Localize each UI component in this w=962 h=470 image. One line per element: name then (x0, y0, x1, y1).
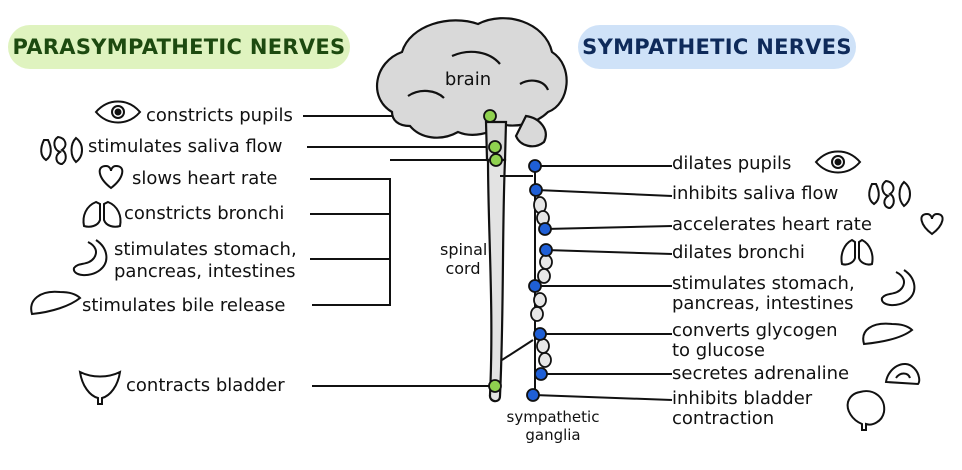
salivary-gland-icon (40, 135, 83, 166)
para-label-stomach-1: stimulates stomach, (114, 239, 297, 260)
sym-label-glycogen-2: to glucose (672, 340, 765, 361)
parasympathetic-header: PARASYMPATHETIC NERVES (8, 25, 350, 69)
sym-label-pupils: dilates pupils (672, 153, 792, 174)
bladder-icon (78, 370, 122, 405)
para-label-pupils: constricts pupils (146, 105, 293, 126)
heart-icon (920, 212, 944, 236)
brain-outline (375, 17, 568, 139)
sym-node (526, 388, 540, 402)
sym-label-stomach-1: stimulates stomach, (672, 273, 855, 294)
para-node (483, 109, 497, 123)
sym-label-stomach-2: pancreas, intestines (672, 293, 854, 314)
sym-node (528, 159, 542, 173)
connector-cord-to-chain (501, 339, 534, 361)
sym-node (539, 243, 553, 257)
cerebellum (514, 114, 547, 148)
sym-label-bladder-1: inhibits bladder (672, 388, 813, 409)
eye-icon (94, 100, 142, 124)
lungs-icon (82, 200, 122, 228)
para-node (489, 153, 503, 167)
adrenal-gland-icon (884, 363, 921, 386)
sym-node (533, 327, 547, 341)
ganglia-label-2: ganglia (525, 426, 581, 444)
para-label-bile: stimulates bile release (82, 295, 286, 316)
sympathetic-nodes (526, 159, 553, 402)
sym-node (529, 183, 543, 197)
sym-node (534, 367, 548, 381)
brain-fold (451, 50, 501, 65)
eye-icon (814, 150, 862, 174)
brain (375, 17, 568, 162)
brain-label: brain (444, 69, 492, 90)
sym-label-bladder-2: contraction (672, 408, 775, 429)
para-label-bladder: contracts bladder (126, 375, 285, 396)
brain-fold (519, 79, 550, 91)
brain-fold (407, 89, 445, 99)
sym-label-bronchi: dilates bronchi (672, 242, 805, 263)
stomach-icon (880, 269, 916, 306)
para-label-heart: slows heart rate (132, 168, 278, 189)
parasympathetic-nodes (483, 109, 503, 393)
para-node (488, 379, 502, 393)
spinal-cord-label-1: spinal (440, 240, 488, 259)
heart-icon (98, 164, 124, 190)
sym-label-saliva: inhibits saliva flow (672, 183, 839, 204)
sym-label-glycogen-1: converts glycogen (672, 320, 838, 341)
connector-inhibits-saliva (536, 189, 673, 197)
para-label-stomach-2: pancreas, intestines (114, 261, 296, 282)
sym-node (538, 222, 552, 236)
lungs-icon (840, 238, 874, 266)
spinal-cord (486, 158, 507, 403)
para-node (488, 140, 502, 154)
connector-vagus-bundle (310, 178, 391, 306)
connector-bronchi (545, 249, 673, 255)
liver-icon (862, 322, 914, 346)
sympathetic-connectors (500, 165, 673, 401)
para-label-saliva: stimulates saliva flow (88, 136, 283, 157)
ganglia-label-1: sympathetic (506, 408, 600, 426)
sympathetic-header: SYMPATHETIC NERVES (578, 25, 856, 69)
liver-icon (30, 290, 82, 316)
para-label-bronchi: constricts bronchi (124, 203, 285, 224)
connector-bladder (533, 394, 673, 401)
sym-node (528, 279, 542, 293)
sym-label-heart: accelerates heart rate (672, 214, 872, 235)
stomach-icon (72, 239, 108, 276)
sym-label-adrenaline: secretes adrenaline (672, 363, 850, 384)
connector-heart (544, 225, 673, 230)
salivary-gland-icon (868, 179, 911, 210)
spinal-cord-label-2: cord (445, 259, 481, 278)
bladder-icon (846, 390, 886, 431)
